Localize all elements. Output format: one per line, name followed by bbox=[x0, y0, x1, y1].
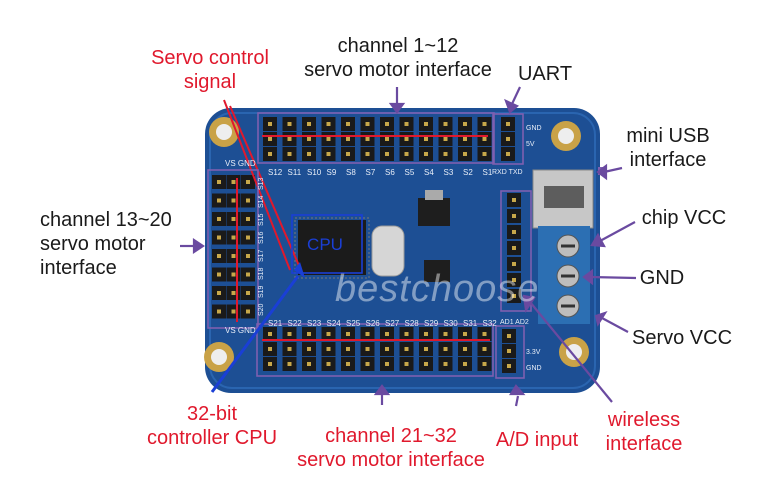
silk-bottom-channel: S28 bbox=[405, 319, 420, 328]
silk-left-channel: S18 bbox=[258, 267, 265, 280]
silk-rxd-txd: RXD TXD bbox=[492, 169, 523, 176]
silk-uart-5v: 5V bbox=[526, 141, 535, 148]
label-uart: UART bbox=[517, 63, 573, 85]
silk-top-channel: S1 bbox=[483, 168, 493, 177]
silk-uart-gnd: GND bbox=[526, 125, 542, 132]
silk-top-channel: S10 bbox=[307, 168, 322, 177]
callout-arrows bbox=[180, 86, 637, 407]
watermark: bestchoose bbox=[335, 268, 540, 310]
silk-ad-header: AD1 AD2 bbox=[500, 319, 529, 326]
silk-left-channel: S14 bbox=[258, 195, 265, 208]
label-servo-vcc: Servo VCC bbox=[631, 327, 733, 349]
silk-bottom-channel: S30 bbox=[444, 319, 459, 328]
silk-bottom-channel: S29 bbox=[424, 319, 439, 328]
terminal-block bbox=[538, 226, 590, 324]
silk-bottom-channel: S22 bbox=[288, 319, 303, 328]
silk-left-channel: S16 bbox=[258, 231, 265, 244]
label-gnd: GND bbox=[639, 267, 685, 289]
mini-usb-connector bbox=[532, 167, 604, 229]
silk-bottom-channel: S24 bbox=[327, 319, 342, 328]
silk-top-channel: S11 bbox=[288, 168, 302, 177]
label-chip-vcc: chip VCC bbox=[641, 207, 727, 229]
silk-top-channel: S9 bbox=[327, 168, 337, 177]
silk-vs-left: VS GND bbox=[225, 159, 256, 168]
silk-left-channel: S20 bbox=[258, 303, 265, 316]
silk-left-channel: S15 bbox=[258, 213, 265, 226]
small-chip bbox=[424, 260, 450, 282]
cpu-chip-label: CPU bbox=[307, 235, 343, 254]
silk-ad-gnd: GND bbox=[526, 365, 542, 372]
silk-bottom-channel: S32 bbox=[483, 319, 498, 328]
signal-highlights bbox=[223, 99, 490, 341]
uart-header bbox=[501, 117, 515, 161]
silk-ad-33v: 3.3V bbox=[526, 349, 541, 356]
silk-top-channel: S7 bbox=[366, 168, 376, 177]
silk-bottom-channel: S31 bbox=[463, 319, 478, 328]
silk-top-channel: S3 bbox=[444, 168, 454, 177]
ad-header bbox=[502, 329, 516, 373]
wireless-header bbox=[507, 193, 521, 303]
silk-left-channel: S19 bbox=[258, 285, 265, 298]
crystal bbox=[371, 225, 405, 277]
silk-top-channel: S4 bbox=[424, 168, 434, 177]
silk-vs-bottom: VS GND bbox=[225, 326, 256, 335]
silk-top-channel: S8 bbox=[346, 168, 356, 177]
silk-bottom-channel: S23 bbox=[307, 319, 322, 328]
silk-left-channel: S17 bbox=[258, 249, 265, 262]
silk-left-channel: S13 bbox=[258, 177, 265, 190]
cpu-pointer bbox=[210, 262, 305, 393]
bottom-servo-header bbox=[263, 327, 492, 371]
silk-bottom-channel: S21 bbox=[268, 319, 283, 328]
label-ad-input: A/D input bbox=[495, 429, 579, 451]
silk-top-channel: S5 bbox=[405, 168, 415, 177]
region-outlines bbox=[207, 112, 532, 379]
silk-top-channel: S2 bbox=[463, 168, 473, 177]
silk-bottom-channel: S26 bbox=[366, 319, 381, 328]
regulator bbox=[418, 198, 450, 226]
silk-top-channel: S6 bbox=[385, 168, 395, 177]
silk-bottom-channel: S27 bbox=[385, 319, 400, 328]
mounting-holes bbox=[204, 117, 589, 372]
silk-bottom-channel: S25 bbox=[346, 319, 361, 328]
silk-top-channel: S12 bbox=[268, 168, 283, 177]
cpu-chip bbox=[294, 217, 370, 279]
